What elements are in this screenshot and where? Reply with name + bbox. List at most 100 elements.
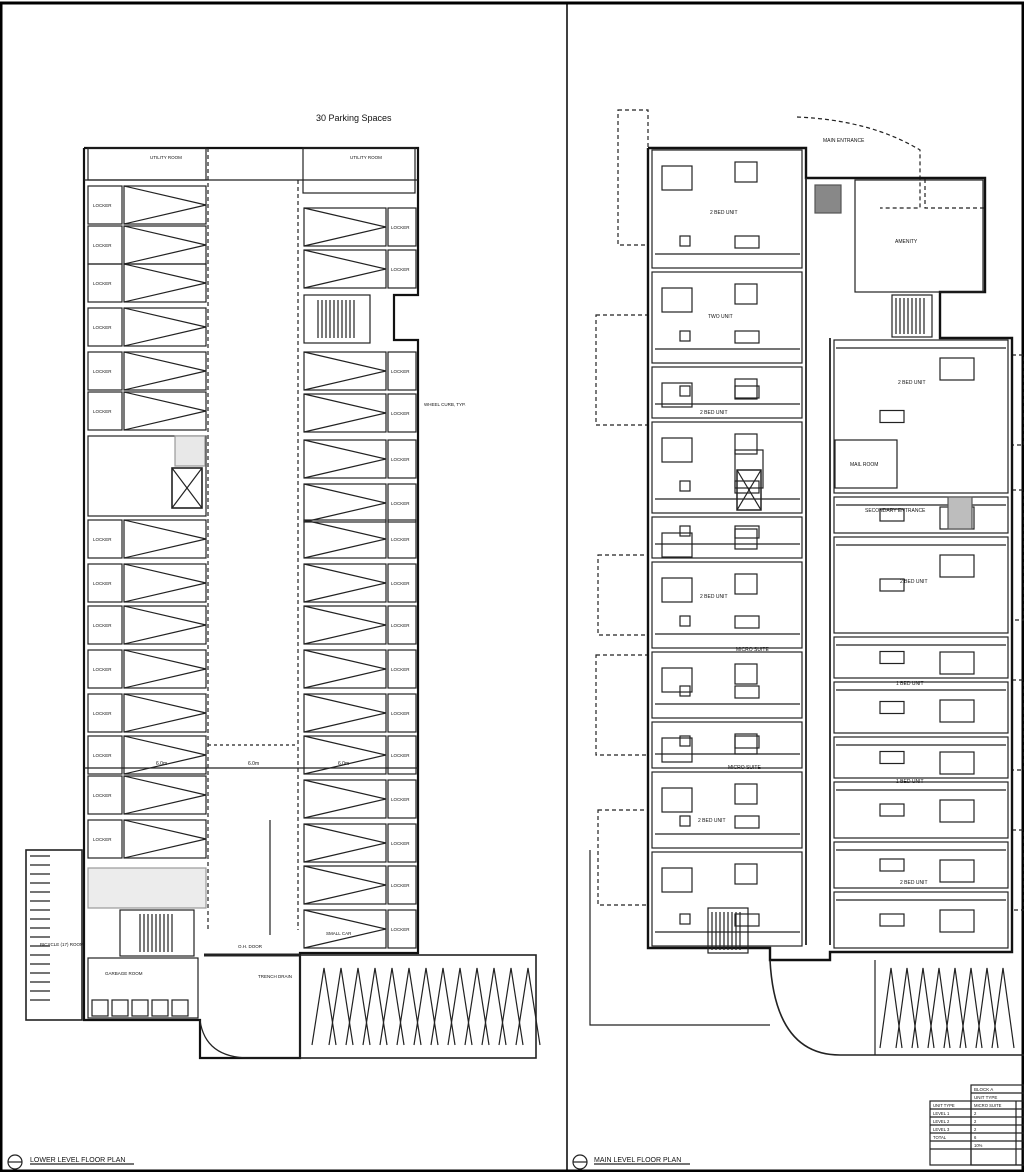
left-locker-label-1: LOCKER: [93, 243, 112, 248]
ramp-stall-2: [345, 967, 371, 1046]
lower-level-plan: 30 Parking Spaces UTILITY ROOM UTILITY R…: [7, 113, 541, 1170]
table-col-0: UNIT TYPE: [933, 1103, 955, 1108]
left-unit-bath-3: [734, 433, 758, 455]
right-stall-diag-a-6: [303, 519, 387, 540]
unit-summary-table: BLOCK A UNIT TYPE UNIT TYPE MICRO SUITE …: [929, 1084, 1024, 1166]
right-unit-3: [833, 636, 1009, 679]
left-unit-bed-3: [661, 437, 693, 463]
ramp-diagonal-stalls: [311, 967, 541, 1046]
right-locker-15: [387, 909, 417, 949]
unit-label-1: 2 BED UNIT: [710, 210, 738, 216]
left-unit-bed-6: [661, 667, 693, 693]
table-r1-c0: LEVEL 2: [933, 1119, 950, 1124]
right-locker-label-14: LOCKER: [391, 883, 410, 888]
right-stall-diag-a-14: [303, 865, 387, 886]
right-unit-table-4: [879, 700, 905, 715]
left-locker-9: [87, 649, 123, 689]
right-locker-label-0: LOCKER: [391, 225, 410, 230]
right-unit-bed-7: [939, 859, 975, 883]
unit-label-8: 2 BED UNIT: [698, 818, 726, 824]
right-stall-diag-a-2: [303, 351, 387, 372]
left-unit-bath-2: [734, 378, 758, 400]
unit-label-12: 2 BED UNIT: [900, 880, 928, 886]
left-units: [651, 149, 803, 947]
stair-right-treads: [317, 300, 355, 338]
left-unit-table-4: [734, 525, 760, 539]
left-locker-5: [87, 391, 123, 431]
right-stall-diag-b-12: [303, 798, 387, 819]
left-locker-label-11: LOCKER: [93, 753, 112, 758]
left-stall-diag-a-12: [123, 775, 207, 796]
entrance-vestibule: [814, 184, 842, 214]
left-stall-diag-a-11: [123, 735, 207, 756]
right-locker-10: [387, 693, 417, 733]
left-stall-2: [123, 263, 207, 303]
mail-room: [834, 439, 898, 489]
unit-label-7: MICRO SUITE: [728, 765, 761, 771]
right-unit-bed-3: [939, 651, 975, 675]
left-unit-sofa-3: [679, 480, 691, 492]
right-locker-5: [387, 483, 417, 523]
right-unit-2: [833, 536, 1009, 634]
left-unit-sofa-6: [679, 685, 691, 697]
utility-room-right: [302, 147, 416, 194]
left-locker-12: [87, 775, 123, 815]
oh-door-label: O.H. DOOR: [238, 944, 263, 949]
utility-room-right-label: UTILITY ROOM: [350, 155, 382, 160]
right-stall-diag-a-7: [303, 563, 387, 584]
left-unit-sofa-0: [679, 235, 691, 247]
left-unit-2: [651, 366, 803, 419]
left-unit-5: [651, 561, 803, 649]
left-unit-0: [651, 149, 803, 269]
right-locker-1: [387, 249, 417, 289]
lower-level-title: LOWER LEVEL FLOOR PLAN: [30, 1157, 125, 1164]
bin-3: [151, 999, 169, 1017]
right-locker-14: [387, 865, 417, 905]
left-balcony-0: [617, 109, 649, 246]
table-r2-c0: LEVEL 3: [933, 1127, 950, 1132]
parking-spaces-label: 30 Parking Spaces: [316, 113, 392, 123]
bin-2: [131, 999, 149, 1017]
left-stall-diag-b-6: [123, 538, 207, 559]
left-unit-bed-2: [661, 382, 693, 408]
main-elevator-lobby: [734, 449, 764, 489]
left-balcony-4: [597, 809, 649, 906]
table-r2-c1: 2: [974, 1127, 977, 1132]
right-locker-9: [387, 649, 417, 689]
right-stall-diag-b-3: [303, 412, 387, 433]
main-bottom-stair: [707, 907, 749, 954]
left-stall-diag-b-10: [123, 712, 207, 733]
left-stall-6: [123, 519, 207, 559]
right-stall-diag-b-1: [303, 268, 387, 289]
right-locker-7: [387, 563, 417, 603]
left-stall-diag-b-1: [123, 244, 207, 265]
left-unit-table-2: [734, 385, 760, 399]
right-unit-bed-2: [939, 554, 975, 578]
right-stall-diag-b-2: [303, 370, 387, 391]
right-locker-label-1: LOCKER: [391, 267, 410, 272]
left-stall-diag-a-8: [123, 605, 207, 626]
right-stall-diag-b-6: [303, 538, 387, 559]
right-stall-7: [303, 563, 387, 603]
left-stall-4: [123, 351, 207, 391]
left-stall-diag-b-8: [123, 624, 207, 645]
left-unit-bed-5: [661, 577, 693, 603]
right-balcony-2: [1011, 679, 1024, 771]
left-stall-1: [123, 225, 207, 265]
left-parking-stalls: [123, 185, 207, 859]
right-locker-4: [387, 439, 417, 479]
main-site-line: [589, 850, 770, 1026]
left-stall-diag-b-12: [123, 794, 207, 815]
ramp-stall-4: [379, 967, 405, 1046]
utility-room-left-label: UTILITY ROOM: [150, 155, 182, 160]
right-stall-diag-a-12: [303, 779, 387, 800]
left-stall-diag-a-10: [123, 693, 207, 714]
left-unit-bed-1: [661, 287, 693, 313]
trench-drain-label: TRENCH DRAIN: [258, 974, 292, 979]
left-locker-label-5: LOCKER: [93, 409, 112, 414]
right-locker-2: [387, 351, 417, 391]
right-locker-label-6: LOCKER: [391, 537, 410, 542]
bin-4: [171, 999, 189, 1017]
right-balcony-0: [1011, 354, 1024, 446]
amenity-label: AMENITY: [895, 239, 918, 245]
